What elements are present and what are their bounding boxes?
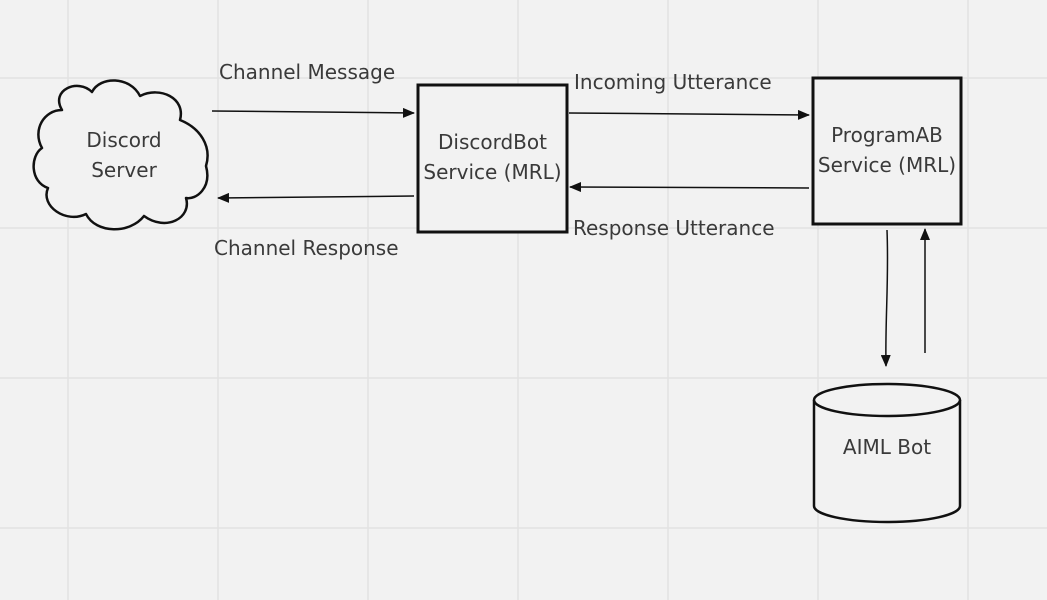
discordbot-label-line1: DiscordBot	[438, 130, 547, 154]
discord-server-label-line2: Server	[91, 158, 157, 182]
discordbot-service-box[interactable]	[416, 83, 569, 234]
discord-server-label: Discord Server	[74, 125, 174, 185]
channel-response-label: Channel Response	[214, 236, 399, 260]
programab-label-line1: ProgramAB	[831, 123, 943, 147]
programab-service-label: ProgramAB Service (MRL)	[813, 120, 961, 180]
response-utterance-label: Response Utterance	[573, 216, 775, 240]
discord-server-label-line1: Discord	[86, 128, 162, 152]
channel-response-arrow[interactable]	[217, 192, 415, 203]
discordbot-label-line2: Service (MRL)	[423, 160, 562, 184]
channel-message-arrow[interactable]	[211, 107, 415, 118]
aiml-bot-database[interactable]	[812, 382, 962, 524]
incoming-utterance-label: Incoming Utterance	[574, 70, 772, 94]
discordbot-service-label: DiscordBot Service (MRL)	[418, 127, 567, 187]
programab-to-aiml-arrow[interactable]	[880, 229, 891, 367]
response-utterance-arrow[interactable]	[569, 182, 810, 193]
incoming-utterance-arrow[interactable]	[568, 109, 810, 120]
aiml-bot-label: AIML Bot	[842, 435, 932, 459]
programab-label-line2: Service (MRL)	[817, 153, 957, 177]
discord-server-cloud[interactable]	[32, 79, 209, 231]
programab-service-box[interactable]	[811, 76, 963, 226]
channel-message-label: Channel Message	[219, 60, 396, 84]
